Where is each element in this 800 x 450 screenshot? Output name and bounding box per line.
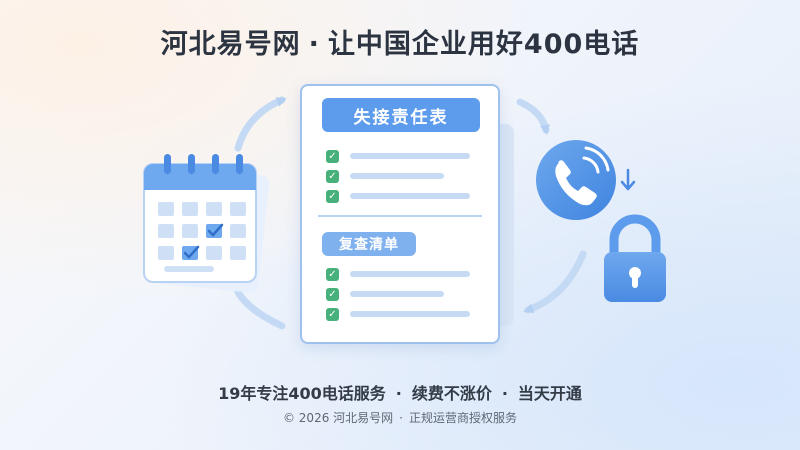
footer-license: 正规运营商授权服务 [408, 411, 517, 425]
check-icon: ✓ [326, 170, 339, 183]
footer-separator: · [399, 411, 403, 425]
phone-icon [536, 140, 636, 220]
headline-brand: 河北易号网 [160, 29, 301, 60]
calendar-icon [143, 154, 269, 293]
placeholder-line [350, 291, 444, 297]
headline-separator: · [308, 29, 320, 60]
placeholder-line [350, 153, 470, 159]
card-title: 失接责任表 [322, 98, 480, 132]
check-icon: ✓ [326, 150, 339, 163]
check-item: ✓ [326, 308, 476, 322]
tagline: 19年专注400电话服务 · 续费不涨价 · 当天开通 [0, 380, 800, 404]
lock-icon [604, 214, 666, 302]
placeholder-line [350, 311, 470, 317]
check-item: ✓ [326, 268, 476, 282]
checklist-card: 失接责任表 ✓ ✓ ✓ 复查清单 ✓ ✓ ✓ [300, 84, 500, 344]
check-item: ✓ [326, 150, 476, 164]
check-icon: ✓ [326, 268, 339, 281]
check-icon: ✓ [326, 288, 339, 301]
check-icon: ✓ [326, 190, 339, 203]
card-divider [318, 215, 482, 217]
tagline-item: 当天开通 [517, 384, 582, 403]
headline-slogan: 让中国企业用好400电话 [327, 29, 640, 60]
footer: © 2026 河北易号网 · 正规运营商授权服务 [0, 409, 800, 426]
cycle-arrow-icon [234, 96, 587, 330]
headline: 河北易号网·让中国企业用好400电话 [0, 22, 800, 61]
tagline-separator: · [501, 384, 508, 403]
tagline-separator: · [395, 384, 402, 403]
placeholder-line [350, 173, 444, 179]
placeholder-line [350, 271, 470, 277]
footer-copyright: © 2026 河北易号网 [282, 411, 394, 425]
placeholder-line [350, 193, 470, 199]
tagline-item: 续费不涨价 [411, 384, 492, 403]
check-item: ✓ [326, 190, 476, 204]
check-icon: ✓ [326, 308, 339, 321]
check-item: ✓ [326, 288, 476, 302]
check-item: ✓ [326, 170, 476, 184]
card-section-label: 复查清单 [322, 232, 416, 256]
tagline-item: 19年专注400电话服务 [218, 384, 386, 403]
